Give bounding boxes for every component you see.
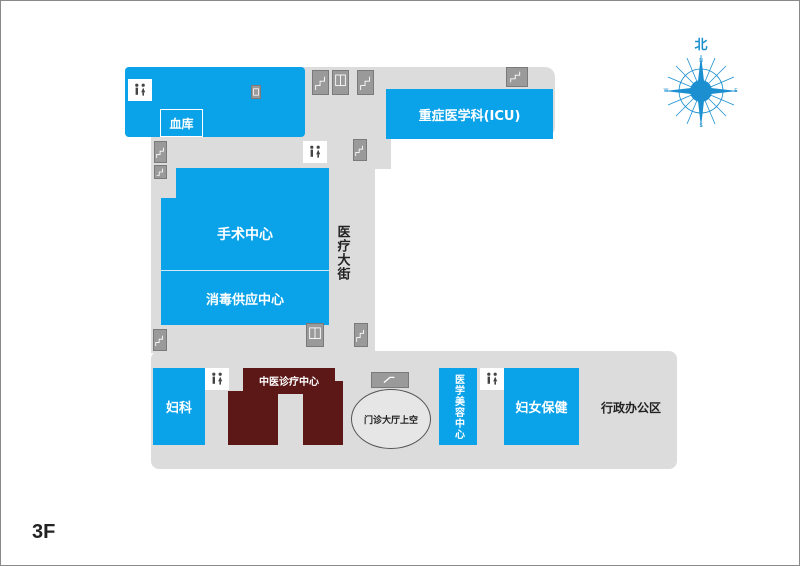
compass-n-letter: N [699, 58, 703, 64]
tcm-left [228, 391, 278, 445]
stairs-icon [153, 329, 167, 351]
surgery-shape [176, 168, 329, 198]
stairs-icon [154, 141, 167, 163]
compass-s-letter: S [699, 123, 703, 129]
stairs-icon [312, 70, 329, 95]
restroom-icon [303, 141, 327, 163]
stairs-icon [154, 165, 167, 179]
restroom-icon [205, 368, 229, 390]
restroom-icon [480, 368, 504, 390]
gynecology-room[interactable]: 妇科 [153, 368, 205, 445]
compass-rose-icon: N S W E [664, 55, 738, 129]
floor-label: 3F [32, 521, 56, 543]
escalator-icon [371, 372, 409, 388]
compass-north-label: 北 [694, 37, 708, 53]
elevator-icon [306, 323, 324, 347]
womens-health-room[interactable]: 妇女保健 [504, 368, 579, 445]
stairs-icon [357, 70, 374, 95]
sterilization-room[interactable]: 消毒供应中心 [161, 271, 329, 325]
tcm-right [303, 381, 343, 445]
stairs-icon [354, 323, 368, 347]
compass: 北 N S W E [661, 35, 741, 135]
restroom-icon [128, 79, 152, 101]
surgery-divider [161, 270, 329, 271]
north-department-block [125, 67, 305, 137]
compass-e-letter: E [734, 88, 738, 94]
blood-bank-outline[interactable] [160, 109, 203, 137]
surgery-room[interactable]: 手术中心 [161, 198, 329, 270]
stairs-icon [506, 67, 528, 87]
cosmetic-room[interactable]: 医学美容中心 [439, 368, 477, 445]
tcm-room[interactable]: 中医诊疗中心 [259, 376, 319, 388]
main-street-label: 医疗大街 [334, 225, 350, 281]
floor-main-street [329, 121, 375, 361]
elevator-icon [332, 70, 349, 95]
compass-w-letter: W [664, 88, 669, 94]
admin-area-label[interactable]: 行政办公区 [600, 400, 661, 415]
lobby-void-label: 门诊大厅上空 [363, 415, 418, 426]
icu-room[interactable]: 重症医学科(ICU) [386, 89, 553, 139]
elevator-icon [251, 85, 261, 99]
lobby-void-oval [351, 389, 431, 449]
blood-bank-label: 血库 [169, 116, 194, 131]
stairs-icon [353, 139, 367, 161]
